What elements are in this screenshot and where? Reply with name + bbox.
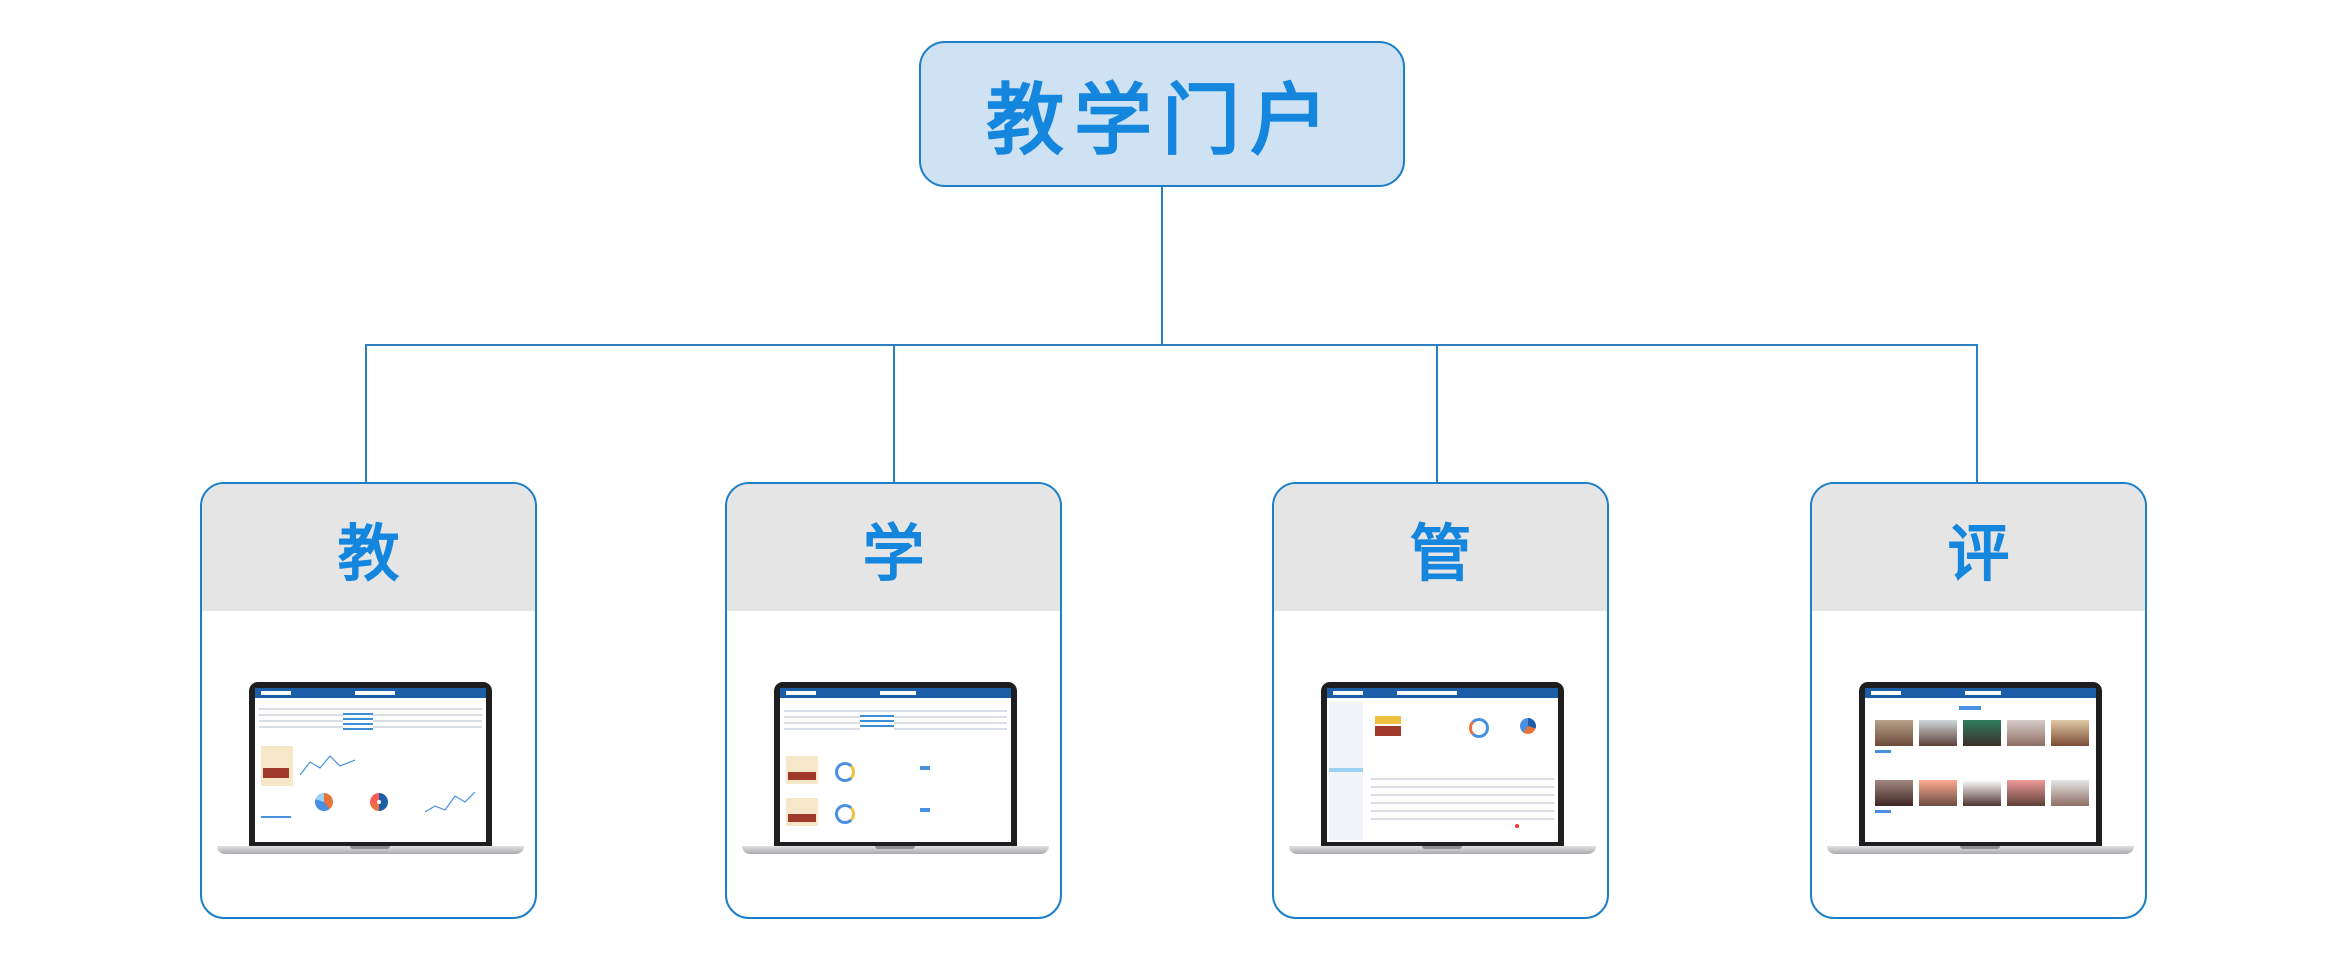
connector-branch-2	[893, 344, 895, 482]
connector-branch-4	[1976, 344, 1978, 482]
teach-dashboard-screenshot	[255, 688, 486, 842]
card-title: 评	[1947, 516, 2010, 590]
root-node: 教学门户	[919, 41, 1405, 187]
card-learn: 学	[725, 482, 1062, 919]
laptop-image	[1289, 682, 1596, 856]
laptop-image	[742, 682, 1049, 856]
card-header: 管	[1274, 484, 1607, 611]
card-header: 学	[727, 484, 1060, 611]
connector-branch-1	[365, 344, 367, 482]
card-teach: 教	[200, 482, 537, 919]
card-manage: 管	[1272, 482, 1609, 919]
learn-dashboard-screenshot	[780, 688, 1011, 842]
connector-horizontal	[365, 344, 1977, 346]
laptop-image	[1827, 682, 2134, 856]
connector-branch-3	[1436, 344, 1438, 482]
manage-dashboard-screenshot	[1327, 688, 1558, 842]
card-header: 教	[202, 484, 535, 611]
evaluate-gallery-screenshot	[1865, 688, 2096, 842]
card-title: 教	[337, 516, 400, 590]
card-header: 评	[1812, 484, 2145, 611]
card-title: 管	[1409, 516, 1472, 590]
laptop-image	[217, 682, 524, 856]
card-evaluate: 评	[1810, 482, 2147, 919]
connector-root-stem	[1161, 187, 1163, 345]
card-title: 学	[862, 516, 925, 590]
root-title: 教学门户	[985, 75, 1338, 166]
